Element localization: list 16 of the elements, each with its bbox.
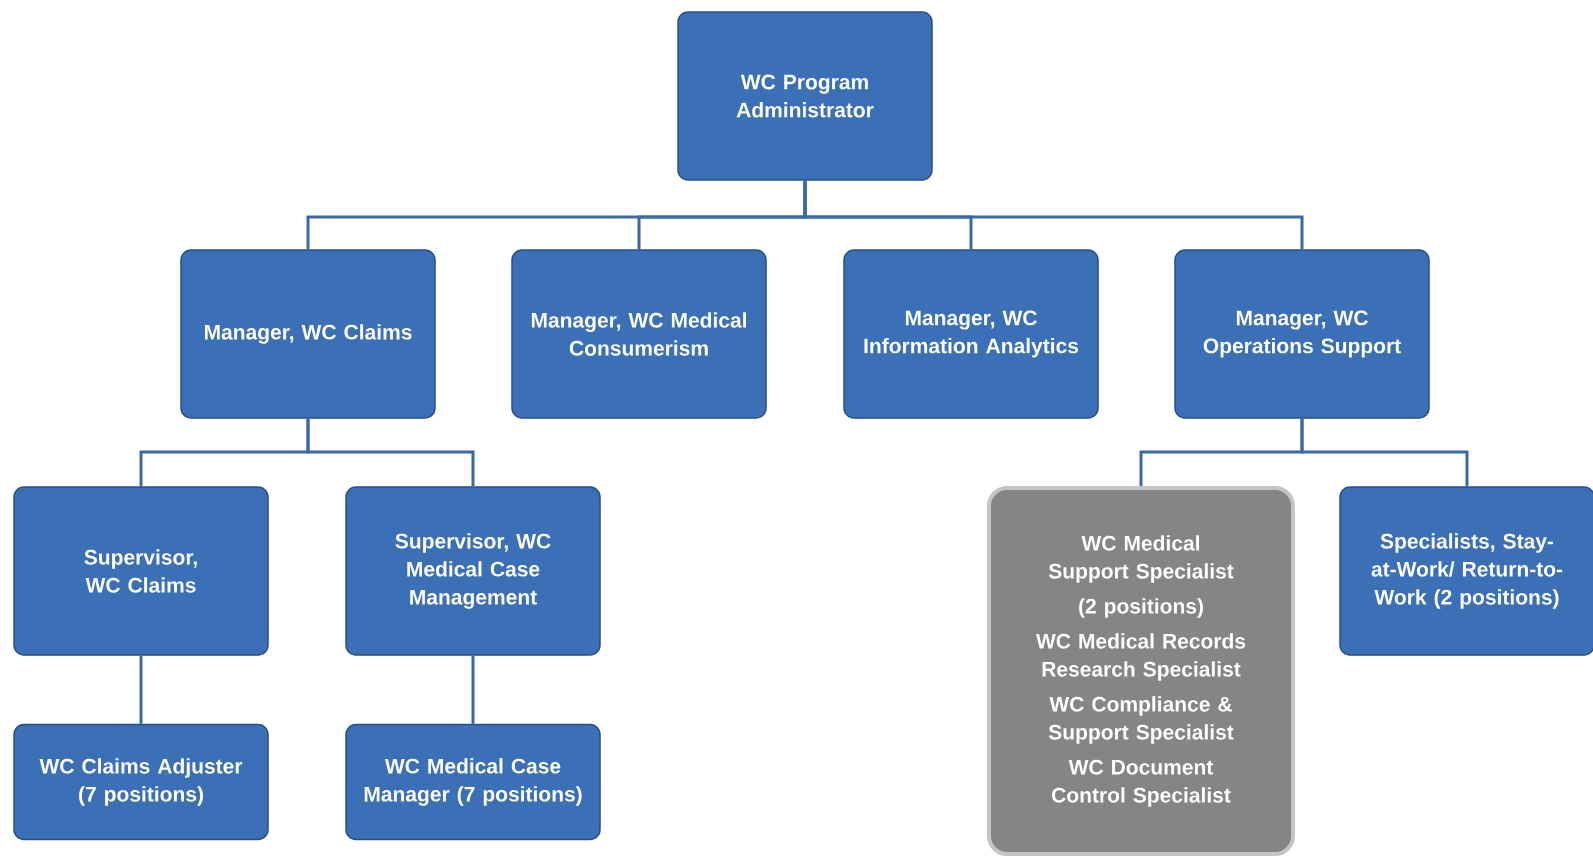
connector-line — [1300, 418, 1469, 487]
org-box: Supervisor, WC Medical Case Management — [345, 486, 601, 656]
org-box: Manager, WC Claims — [180, 249, 436, 419]
position-list-box: WC Medical Support Specialist (2 positions) WC Medical Records Research Specialist WC Compliance & Support Specialist WC Document Control Specialist — [987, 486, 1295, 856]
org-box: Manager, WC Operations Support — [1174, 249, 1430, 419]
connector-line — [306, 418, 475, 487]
org-box: WC Medical Case Manager (7 positions) — [345, 723, 601, 841]
connector-line — [471, 655, 475, 724]
org-box: Supervisor, WC Claims — [13, 486, 269, 656]
org-box: Manager, WC Information Analytics — [843, 249, 1099, 419]
org-box: WC Claims Adjuster (7 positions) — [13, 723, 269, 841]
connector-line — [139, 655, 143, 724]
connector-line — [803, 180, 1304, 250]
org-box: WC Program Administrator — [677, 11, 933, 181]
org-box: Specialists, Stay-at-Work/ Return-to-Work (2 positions) — [1339, 486, 1593, 656]
org-box: Manager, WC Medical Consumerism — [511, 249, 767, 419]
